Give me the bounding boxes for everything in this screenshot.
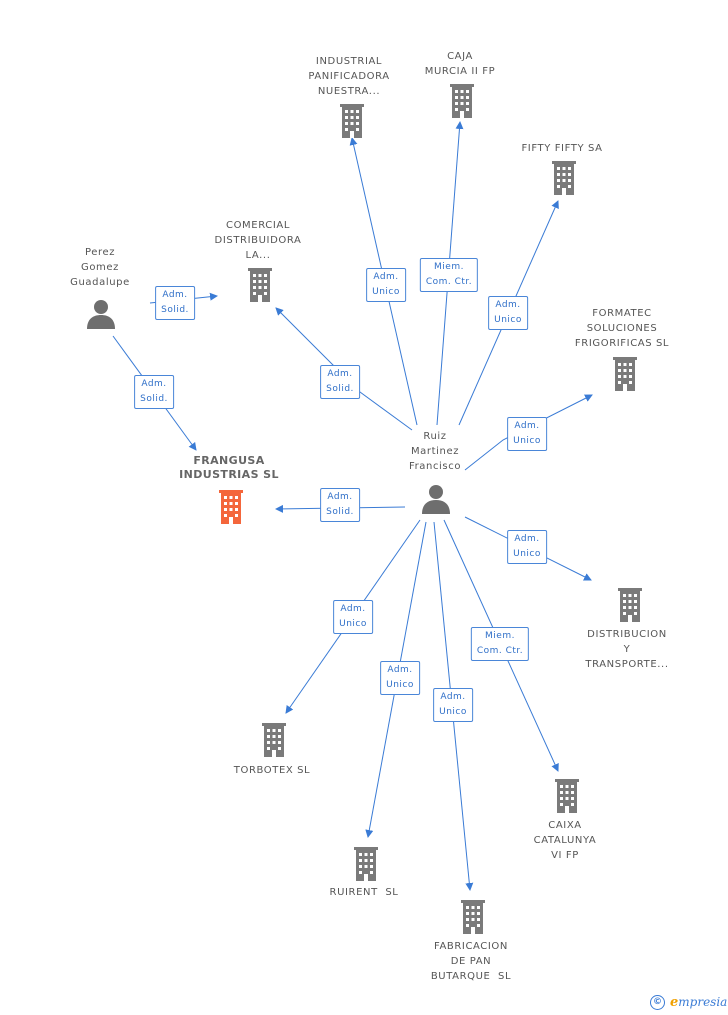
building-icon[interactable] (614, 588, 646, 622)
building-icon[interactable] (350, 847, 382, 881)
building-icon[interactable] (551, 779, 583, 813)
role-label: Adm. Solid. (134, 375, 174, 409)
building-icon[interactable] (457, 900, 489, 934)
company-label-formatec[interactable]: FORMATEC SOLUCIONES FRIGORIFICAS SL (574, 308, 670, 349)
role-label: Adm. Unico (366, 268, 406, 302)
building-icon[interactable] (446, 84, 478, 118)
company-label-comercial[interactable]: COMERCIAL DISTRIBUIDORA LA... (214, 220, 302, 261)
company-label-caixa[interactable]: CAIXA CATALUNYA VI FP (533, 820, 597, 861)
building-icon[interactable] (336, 104, 368, 138)
role-label: Miem. Com. Ctr. (419, 258, 479, 292)
brand-logo[interactable]: empresia (670, 995, 727, 1010)
person-icon[interactable] (86, 299, 116, 329)
building-icon[interactable] (244, 268, 276, 302)
building-icon[interactable] (548, 161, 580, 195)
brand-initial: e (670, 995, 679, 1010)
company-label-torbotex[interactable]: TORBOTEX SL (233, 765, 311, 776)
company-label-industrial[interactable]: INDUSTRIAL PANIFICADORA NUESTRA... (308, 56, 390, 97)
edge-ruiz-formatec (464, 394, 593, 471)
person-icon[interactable] (421, 484, 451, 514)
role-label: Adm. Unico (488, 296, 528, 330)
company-label-distribucion[interactable]: DISTRIBUCION Y TRANSPORTE... (585, 629, 669, 670)
person-label-perez[interactable]: Perez Gomez Guadalupe (70, 247, 130, 288)
role-label: Miem. Com. Ctr. (470, 627, 530, 661)
role-label: Adm. Solid. (320, 488, 360, 522)
role-label: Adm. Solid. (320, 365, 360, 399)
main-building-icon[interactable] (215, 490, 247, 524)
role-label: Adm. Unico (433, 688, 473, 722)
company-label-fifty[interactable]: FIFTY FIFTY SA (521, 143, 603, 154)
copyright-icon: © (650, 995, 665, 1010)
company-label-ruirent[interactable]: RUIRENT SL (329, 887, 399, 898)
person-label-ruiz[interactable]: Ruiz Martinez Francisco (408, 431, 462, 472)
building-icon[interactable] (258, 723, 290, 757)
company-label-caja[interactable]: CAJA MURCIA II FP (424, 51, 496, 77)
role-label: Adm. Unico (507, 530, 547, 564)
edge-ruiz-comercial (275, 307, 413, 431)
role-label: Adm. Solid. (155, 286, 195, 320)
building-icon[interactable] (609, 357, 641, 391)
brand-rest: mpresia (678, 995, 728, 1009)
company-label-fabricacion[interactable]: FABRICACION DE PAN BUTARQUE SL (430, 941, 512, 982)
role-label: Adm. Unico (380, 661, 420, 695)
role-label: Adm. Unico (507, 417, 547, 451)
role-label: Adm. Unico (333, 600, 373, 634)
main-company-label[interactable]: FRANGUSA INDUSTRIAS SL (179, 454, 279, 481)
